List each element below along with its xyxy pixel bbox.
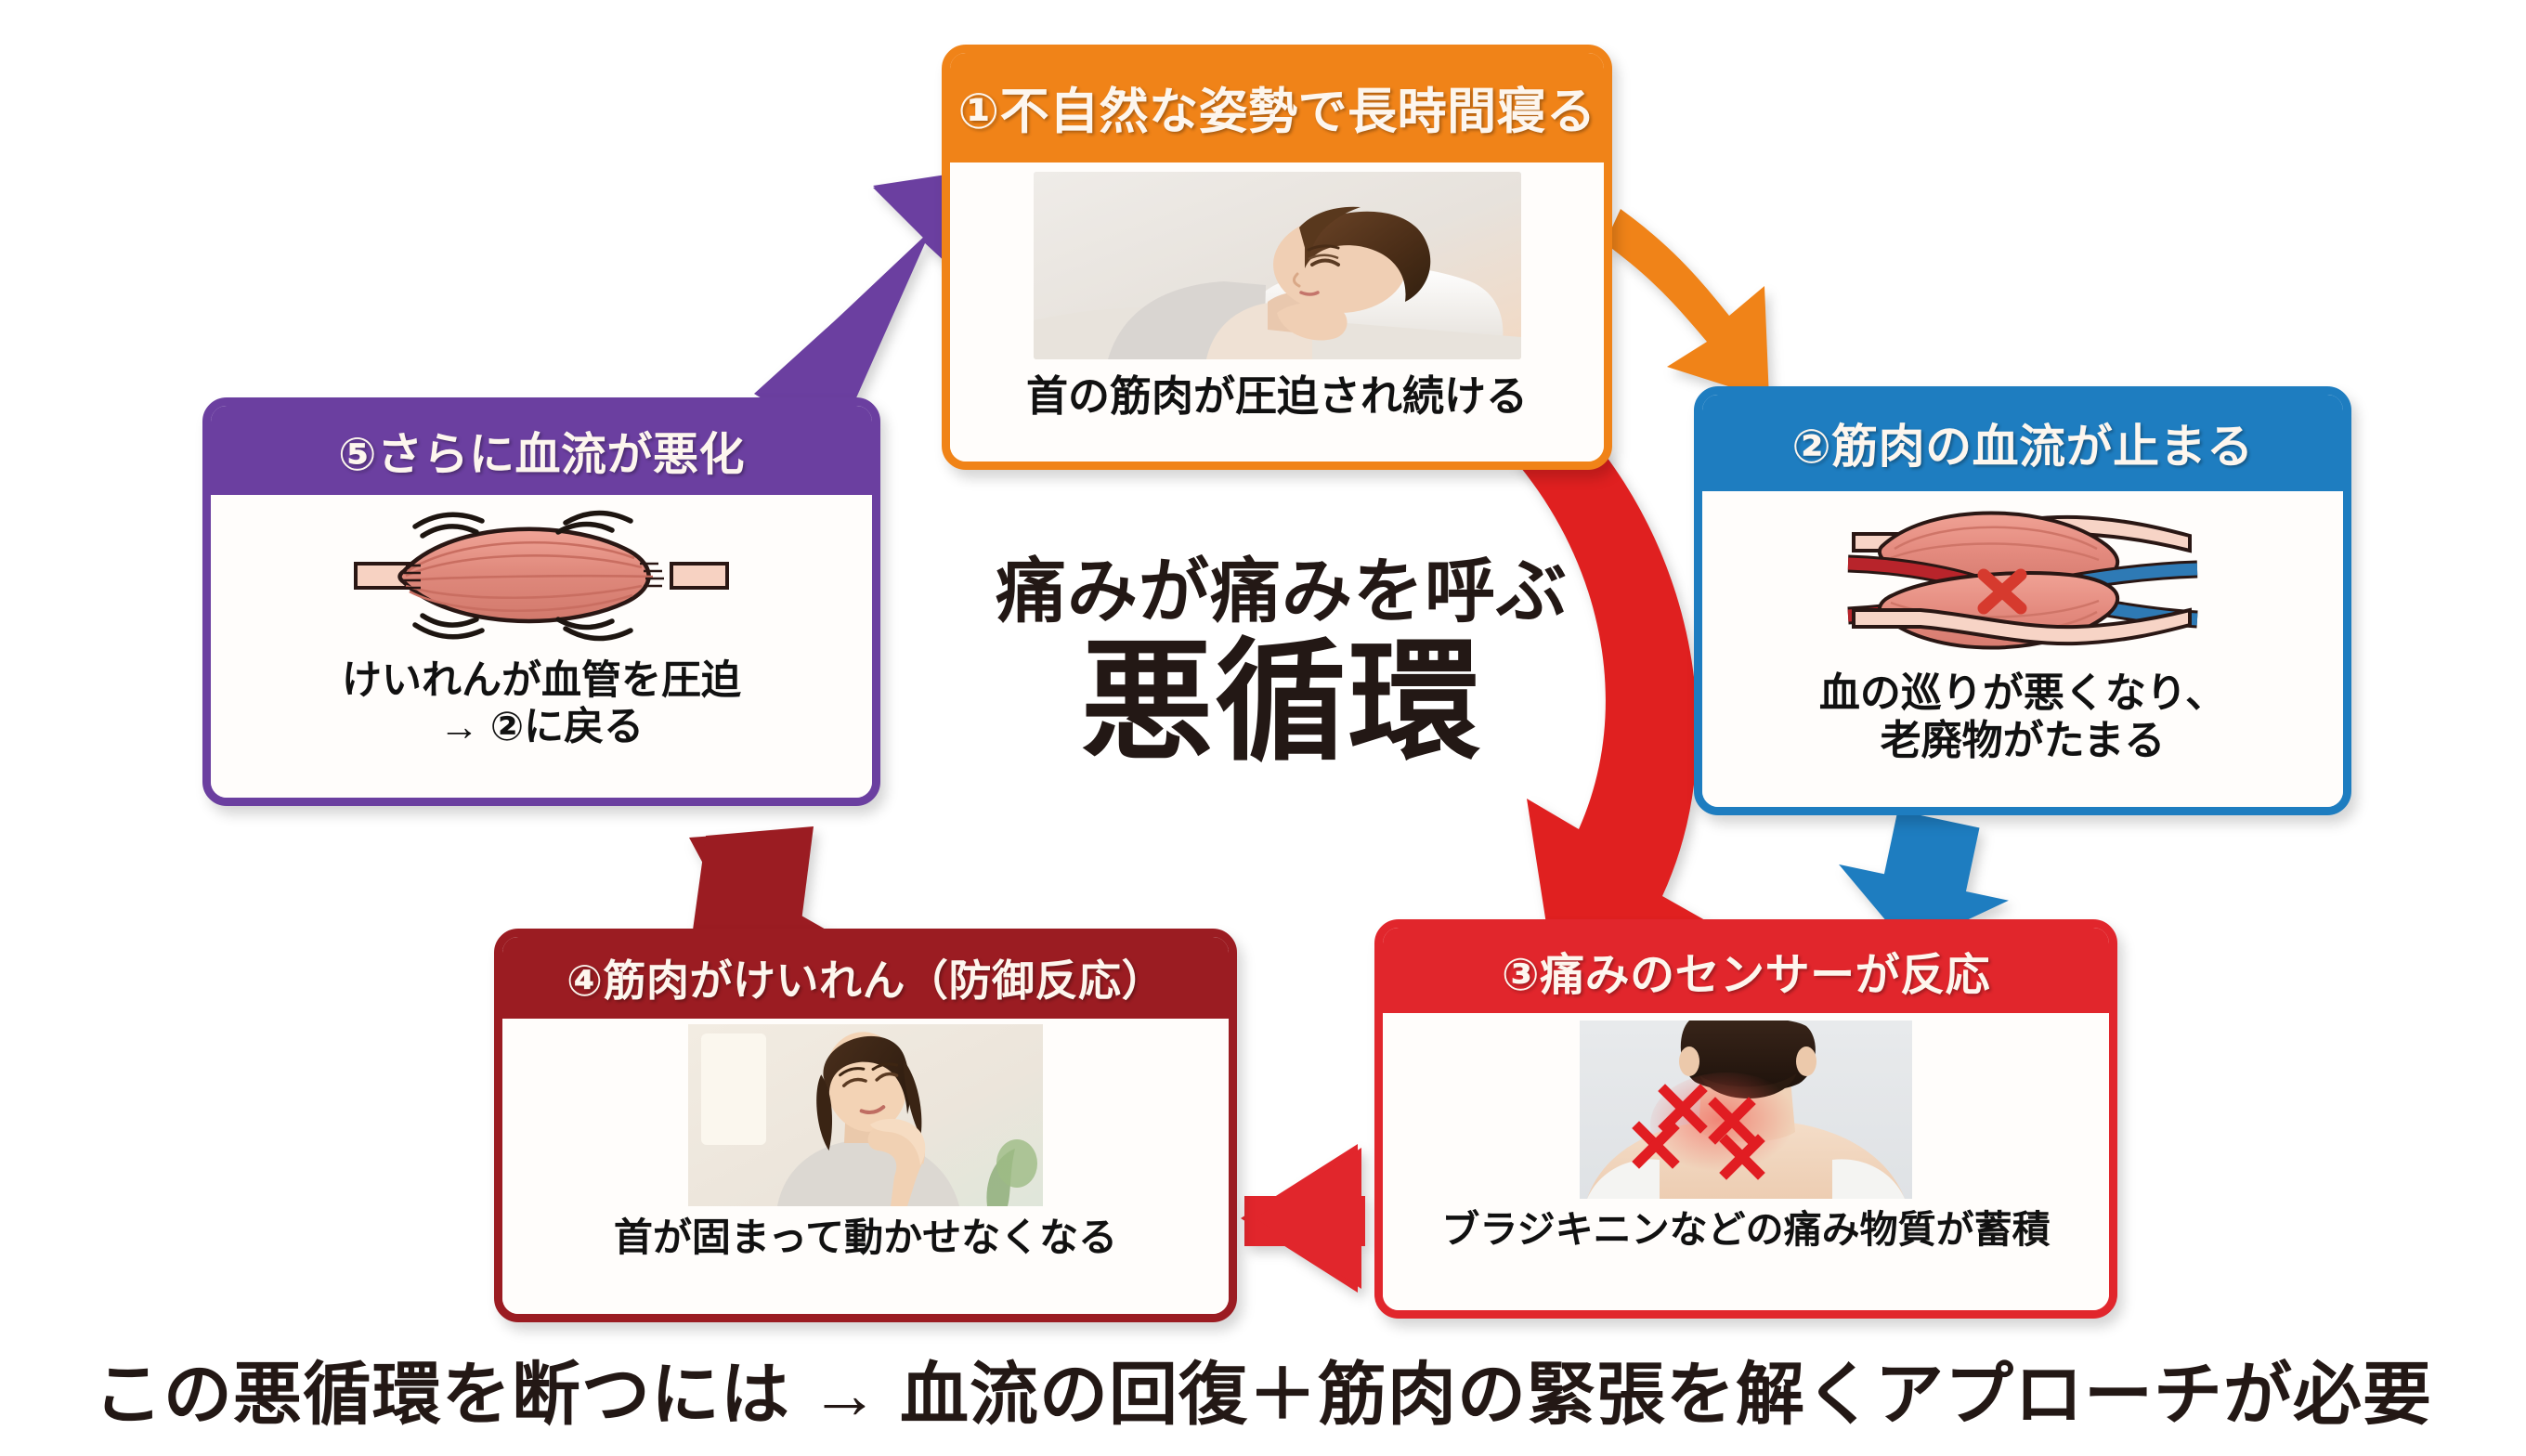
step-3-caption: ブラジキニンなどの痛み物質が蓄積 bbox=[1441, 1208, 2051, 1251]
pain-point-x-icons bbox=[1632, 1084, 1765, 1180]
step-3-header: ③痛みのセンサーが反応 bbox=[1383, 928, 2109, 1013]
step-card-1[interactable]: ①不自然な姿勢で長時間寝る bbox=[942, 45, 1612, 470]
step-1-body: 首の筋肉が圧迫され続ける bbox=[950, 162, 1604, 462]
step-2-caption: 血の巡りが悪くなり、 老廃物がたまる bbox=[1818, 670, 2227, 764]
arrow-1-to-2 bbox=[1605, 209, 1769, 399]
bottom-conclusion-text: この悪循環を断つには → 血流の回復＋筋肉の緊張を解くアプローチが必要 bbox=[93, 1356, 2433, 1433]
illustration-muscle-compressing-blood-vessel bbox=[1790, 497, 2255, 664]
step-card-5[interactable]: ⑤さらに血流が悪化 bbox=[202, 397, 880, 806]
photo-woman-holding-stiff-neck bbox=[688, 1024, 1043, 1206]
photo-neck-back-with-red-x-pain-marks bbox=[1580, 1020, 1912, 1199]
step-4-header: ④筋肉がけいれん（防御反応） bbox=[502, 937, 1229, 1019]
step-5-header: ⑤さらに血流が悪化 bbox=[211, 406, 872, 495]
blocked-flow-x-icon bbox=[1977, 568, 2027, 615]
step-3-body: ブラジキニンなどの痛み物質が蓄積 bbox=[1383, 1013, 2109, 1310]
arrow-3-to-4 bbox=[1241, 1144, 1365, 1293]
step-4-body: 首が固まって動かせなくなる bbox=[502, 1019, 1229, 1314]
vibration-lines-icon bbox=[412, 510, 633, 642]
step-2-body: 血の巡りが悪くなり、 老廃物がたまる bbox=[1702, 491, 2343, 807]
step-5-caption: けいれんが血管を圧迫 → ②に戻る bbox=[342, 658, 741, 749]
arrow-2-to-3 bbox=[1839, 810, 2009, 948]
step-2-header: ②筋肉の血流が止まる bbox=[1702, 395, 2343, 491]
illustration-cramping-muscle-with-vibration-lines bbox=[346, 506, 736, 645]
step-5-body: けいれんが血管を圧迫 → ②に戻る bbox=[211, 495, 872, 798]
step-card-2[interactable]: ②筋肉の血流が止まる bbox=[1694, 386, 2351, 815]
arrow-1-to-3 bbox=[1512, 422, 1720, 966]
step-1-header: ①不自然な姿勢で長時間寝る bbox=[950, 53, 1604, 162]
step-card-3[interactable]: ③痛みのセンサーが反応 bbox=[1374, 919, 2117, 1319]
step-card-4[interactable]: ④筋肉がけいれん（防御反応） bbox=[494, 929, 1237, 1322]
step-1-caption: 首の筋肉が圧迫され続ける bbox=[1025, 372, 1528, 420]
step-4-caption: 首が固まって動かせなくなる bbox=[613, 1216, 1118, 1259]
photo-woman-sleeping-on-pillow bbox=[1033, 172, 1521, 359]
